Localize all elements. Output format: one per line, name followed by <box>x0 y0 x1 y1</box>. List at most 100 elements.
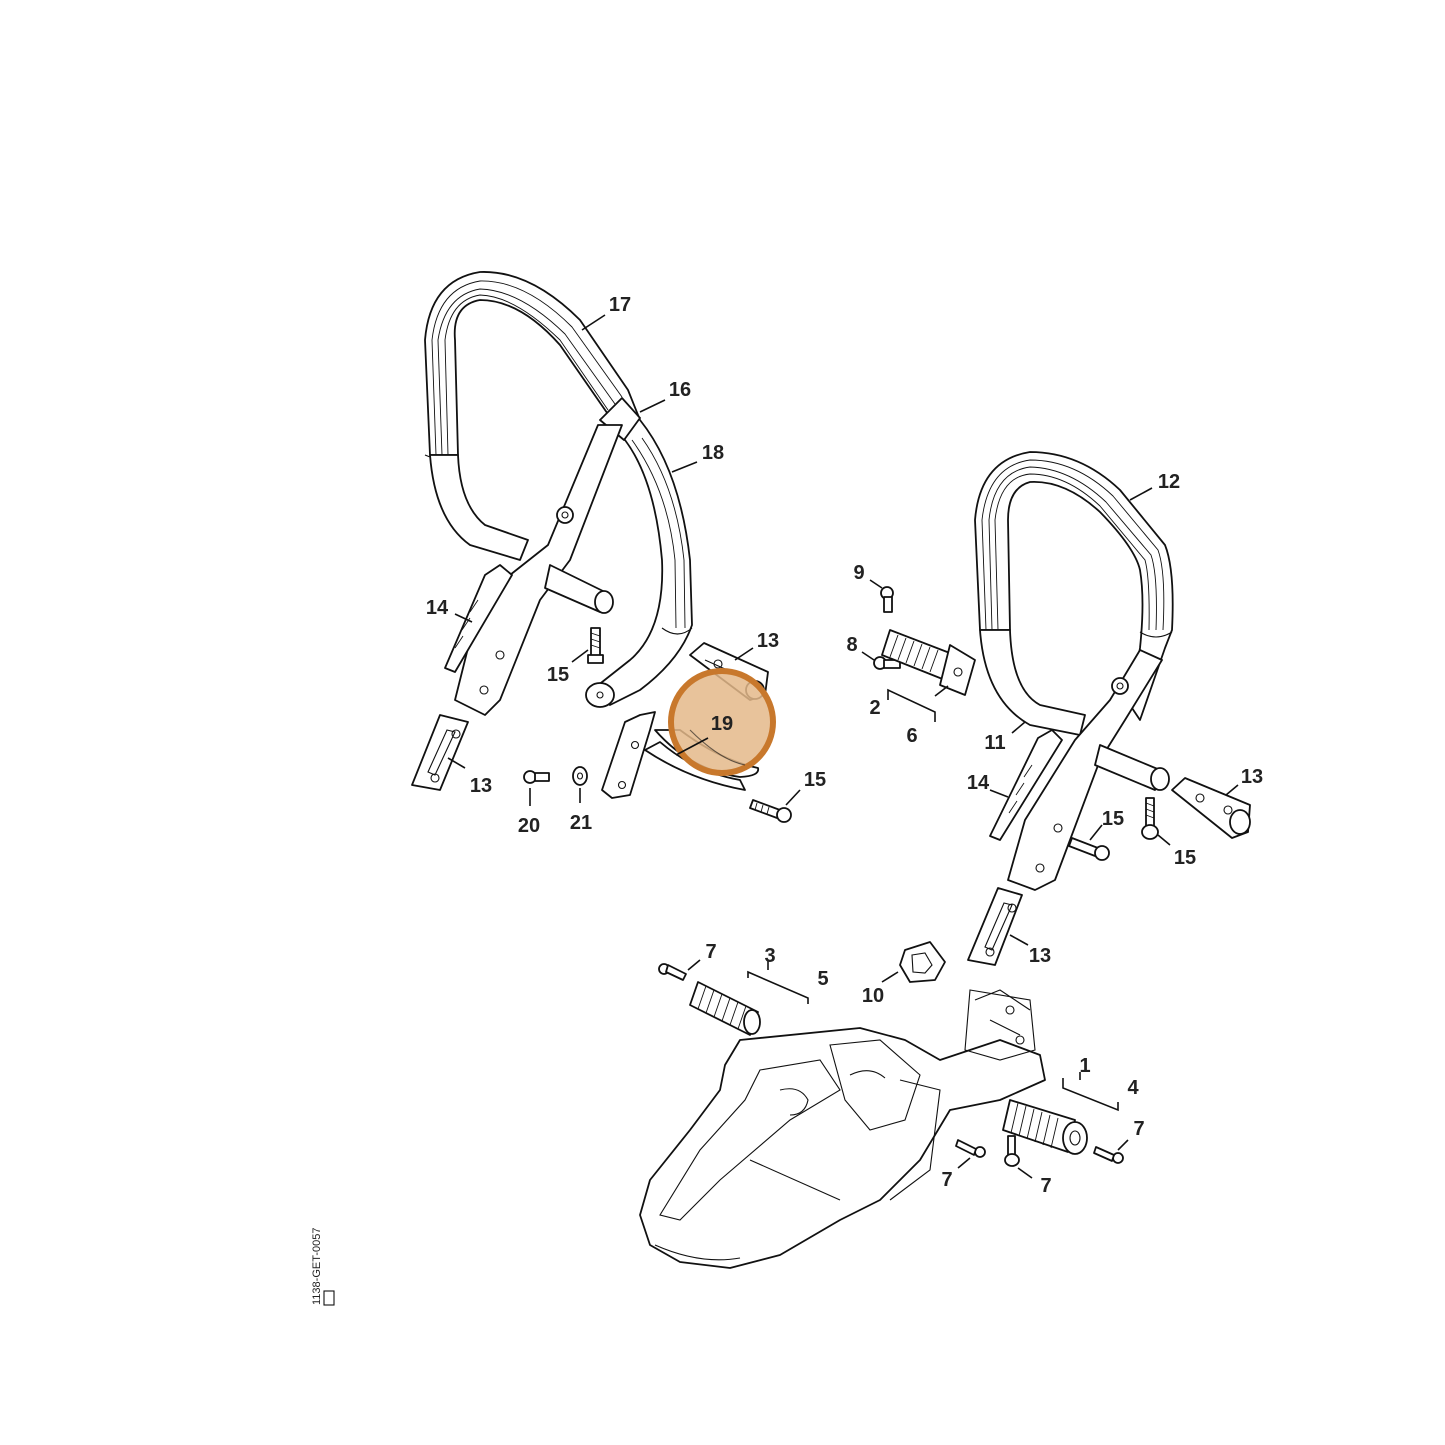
arm-bolt-center <box>561 511 569 519</box>
part-label-5[interactable]: 5 <box>817 968 828 990</box>
part-label-13[interactable]: 13 <box>1029 945 1051 967</box>
part-label-21[interactable]: 21 <box>570 812 592 834</box>
screw-15-lower <box>749 799 792 823</box>
highlight-part-19[interactable]: 19 <box>668 668 776 776</box>
part-label-1[interactable]: 1 <box>1079 1055 1090 1077</box>
grip-rib <box>444 294 609 456</box>
part-label-10[interactable]: 10 <box>862 985 884 1007</box>
reference-box <box>323 1290 335 1306</box>
grip-rib <box>431 280 623 456</box>
cross-tube-right <box>1094 744 1161 791</box>
part-label-17[interactable]: 17 <box>609 294 631 316</box>
part-label-13[interactable]: 13 <box>470 775 492 797</box>
leader-lines <box>447 314 1239 1179</box>
spring-2 <box>881 629 976 696</box>
part-label-6[interactable]: 6 <box>906 725 917 747</box>
mount-hole <box>1007 903 1017 913</box>
part-label-11[interactable]: 11 <box>984 732 1005 754</box>
grip-rib <box>981 459 1165 631</box>
housing-hole <box>1005 1005 1015 1015</box>
part-label-15[interactable]: 15 <box>1174 847 1196 869</box>
handlebar-12 <box>974 451 1174 721</box>
loop-19-through-highlight <box>689 729 746 766</box>
arm-hole <box>479 685 489 695</box>
housing-assembly <box>639 989 1046 1269</box>
screw-15-left <box>587 627 604 664</box>
mount-13-lower-right <box>967 887 1023 966</box>
buffer-10 <box>899 941 946 983</box>
screw-7-left <box>658 963 687 981</box>
bracket-hole <box>630 740 640 750</box>
support-arm-right <box>1007 649 1163 891</box>
part-label-13[interactable]: 13 <box>1241 766 1263 788</box>
screw-7-right <box>1093 1146 1124 1164</box>
part-label-2[interactable]: 2 <box>869 697 880 719</box>
part-label-15[interactable]: 15 <box>804 769 826 791</box>
arm-bolt <box>1111 677 1129 695</box>
housing-detail <box>659 1059 841 1221</box>
plate-14-right <box>989 729 1063 841</box>
part-label-7[interactable]: 7 <box>941 1169 952 1191</box>
mount-hole <box>451 729 461 739</box>
part-label-14[interactable]: 14 <box>426 597 449 619</box>
housing-hole <box>1015 1035 1025 1045</box>
mount-hole <box>430 773 440 783</box>
left-handlebar-assembly <box>411 271 792 823</box>
part-label-16[interactable]: 16 <box>669 379 691 401</box>
housing-detail <box>829 1039 921 1131</box>
screw-15-right-b <box>1141 797 1159 840</box>
mount-end <box>1229 809 1251 835</box>
housing-detail <box>849 1070 886 1079</box>
housing-detail <box>974 989 1031 1036</box>
plate-slots <box>1008 764 1033 814</box>
arm-hole <box>495 650 505 660</box>
part-label-7[interactable]: 7 <box>1040 1175 1051 1197</box>
housing-detail <box>889 1079 941 1201</box>
spring-parts <box>658 586 1124 1167</box>
part-label-15[interactable]: 15 <box>1102 808 1124 830</box>
plate-14-left <box>444 564 513 673</box>
grip-rib <box>988 466 1157 631</box>
housing-detail <box>779 1088 809 1116</box>
tube-end-hole <box>596 691 604 699</box>
screw-15-right-a <box>1068 837 1110 861</box>
grip-rib <box>641 437 686 629</box>
part-label-15[interactable]: 15 <box>547 664 569 686</box>
part-label-19[interactable]: 19 <box>711 713 733 735</box>
part-label-7[interactable]: 7 <box>705 941 716 963</box>
part-label-7[interactable]: 7 <box>1133 1118 1144 1140</box>
highlight-circle[interactable] <box>668 668 776 776</box>
part-label-8[interactable]: 8 <box>846 634 857 656</box>
part-label-13[interactable]: 13 <box>757 630 779 652</box>
mount-hole <box>985 947 995 957</box>
screw-20 <box>523 770 550 784</box>
reference-code-block: 1138-GET-0057 <box>311 1228 335 1306</box>
cross-tube-end <box>1150 767 1170 791</box>
reference-code: 1138-GET-0057 <box>311 1228 323 1305</box>
part-label-18[interactable]: 18 <box>702 442 724 464</box>
screw-9 <box>880 586 894 613</box>
handlebar-12-lower <box>979 629 1086 736</box>
part-label-12[interactable]: 12 <box>1158 471 1180 493</box>
arm-bolt-center <box>1116 682 1124 690</box>
mount-13-lower-left <box>411 714 469 791</box>
leader-19 <box>675 737 709 756</box>
handlebar-tube-lower <box>429 454 529 561</box>
part-label-3[interactable]: 3 <box>764 945 775 967</box>
spring-3 <box>689 981 761 1036</box>
part-label-4[interactable]: 4 <box>1127 1077 1139 1099</box>
screw-7-bottom-b <box>1004 1135 1020 1167</box>
part-label-20[interactable]: 20 <box>518 815 540 837</box>
part-label-9[interactable]: 9 <box>853 562 864 584</box>
grip-end <box>661 627 693 635</box>
bracket-hole <box>617 780 627 790</box>
housing-body <box>639 1027 1046 1269</box>
mount-hole <box>1195 793 1205 803</box>
arm-hole <box>1035 863 1045 873</box>
housing-detail <box>654 1244 741 1261</box>
grip-rib <box>631 439 677 629</box>
part-label-14[interactable]: 14 <box>967 772 990 794</box>
grip-end <box>1139 631 1173 638</box>
spring-1 <box>1002 1099 1088 1155</box>
